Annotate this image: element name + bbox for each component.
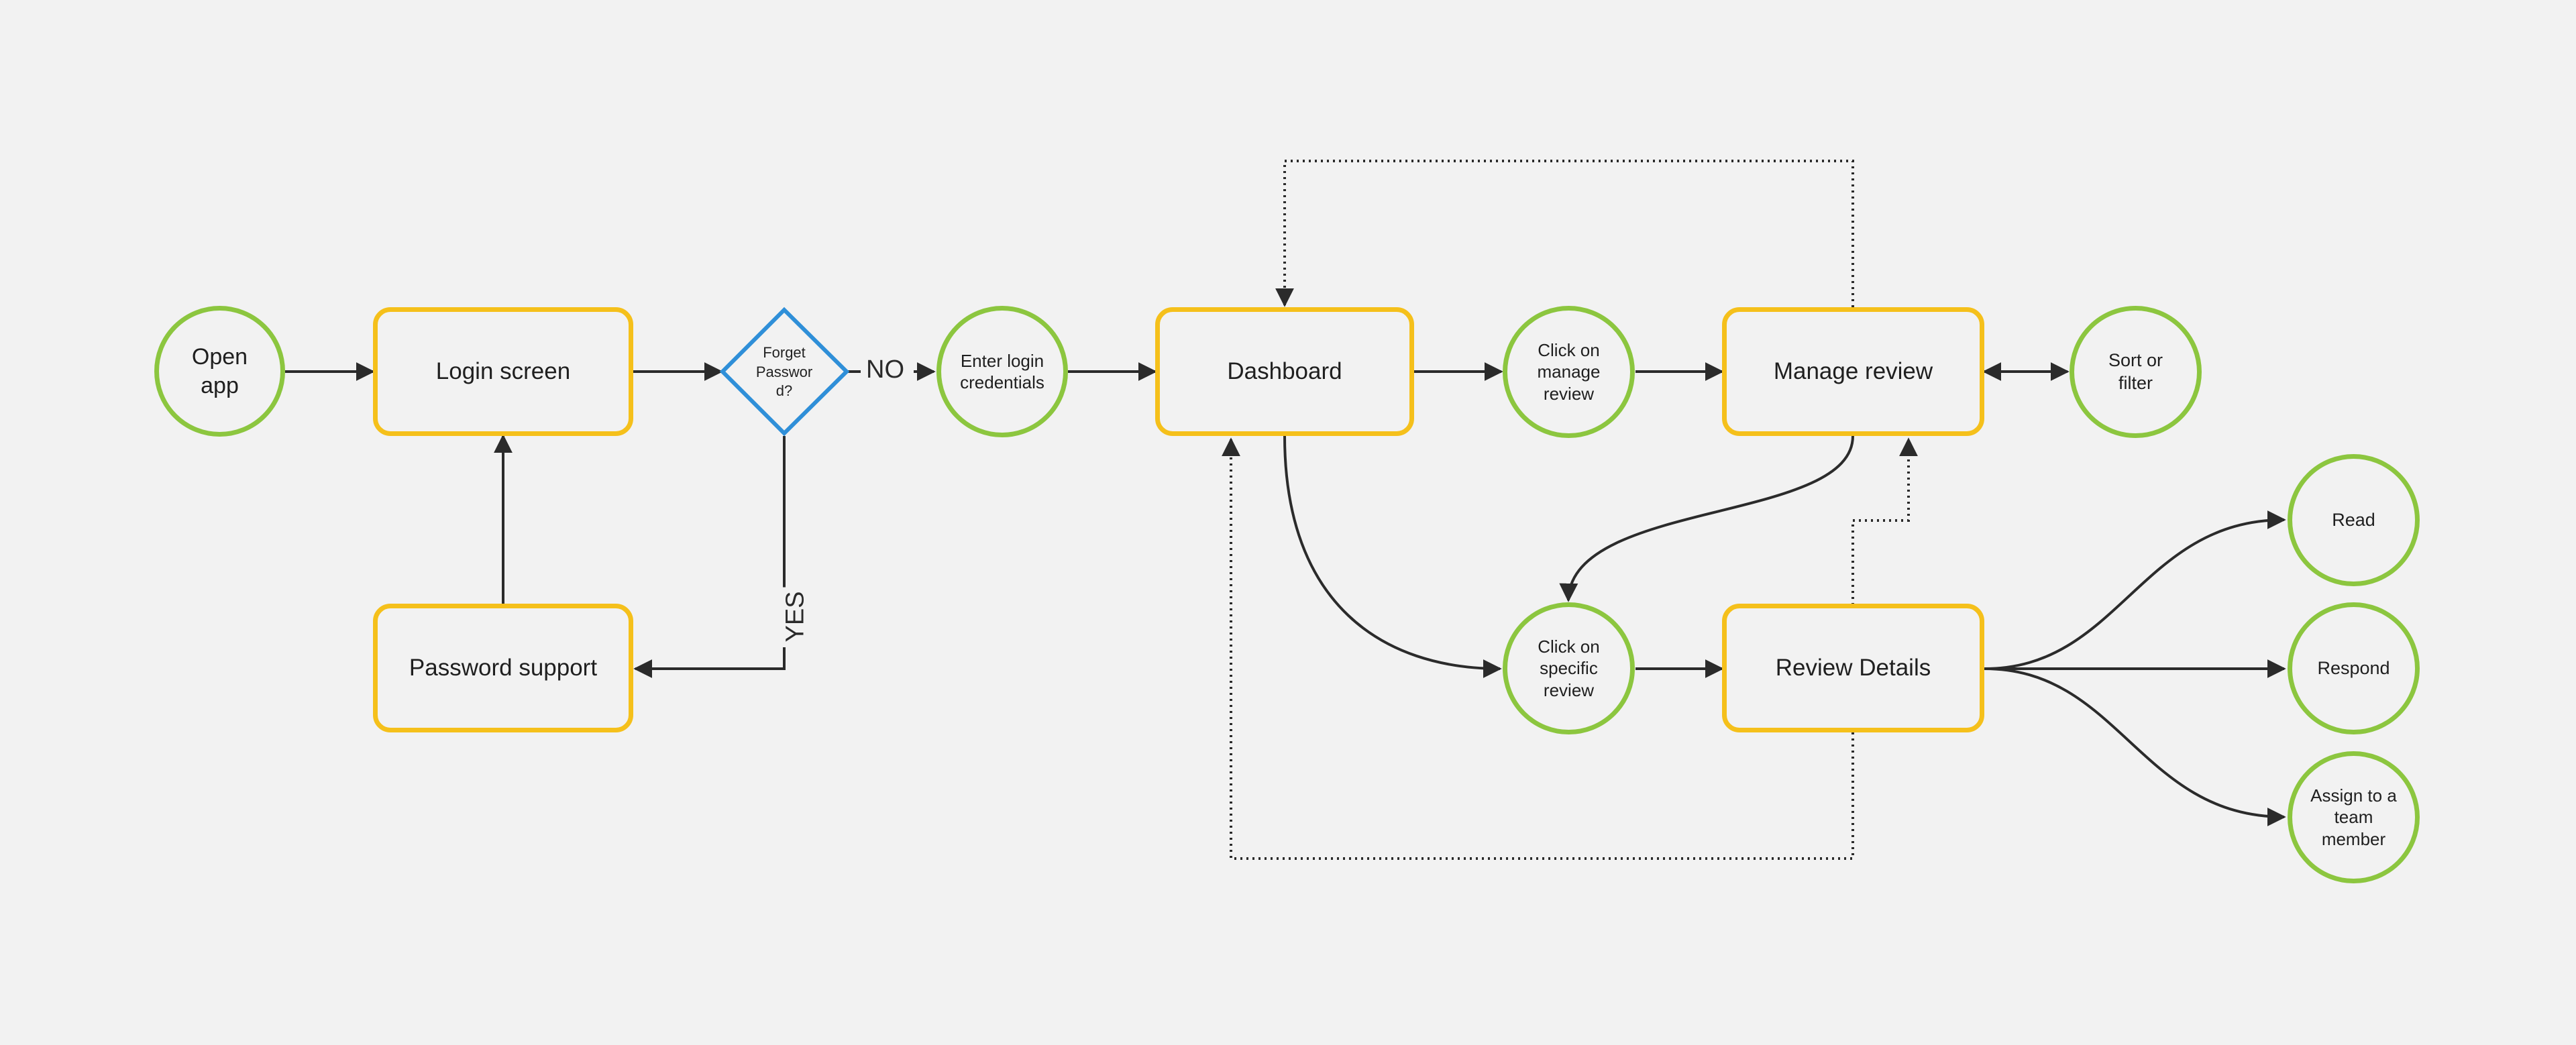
node-respond[interactable]: Respond bbox=[2288, 602, 2420, 734]
decision-label: Forget Passwor d? bbox=[755, 344, 813, 400]
node-review-details[interactable]: Review Details bbox=[1722, 604, 1984, 732]
edge-details-to-assign bbox=[1984, 667, 2286, 826]
node-enter-login[interactable]: Enter login credentials bbox=[936, 306, 1068, 437]
edge-dashboard-to-clickspecific bbox=[1283, 435, 1502, 678]
edge-details-to-manage-dotted bbox=[1851, 437, 1918, 605]
node-sort-filter[interactable]: Sort or filter bbox=[2070, 306, 2202, 438]
node-assign[interactable]: Assign to a team member bbox=[2288, 751, 2420, 883]
node-read[interactable]: Read bbox=[2288, 454, 2420, 586]
node-click-manage[interactable]: Click on manage review bbox=[1503, 306, 1635, 438]
node-manage-review[interactable]: Manage review bbox=[1722, 307, 1984, 436]
edge-label-no: NO bbox=[862, 355, 908, 384]
edge-yes-to-password bbox=[633, 647, 786, 678]
edge-details-to-read bbox=[1984, 510, 2286, 670]
node-password-support[interactable]: Password support bbox=[373, 604, 633, 732]
edge-label-yes: YES bbox=[781, 587, 810, 647]
edge-manage-to-clickspecific bbox=[1559, 435, 1854, 602]
node-click-specific[interactable]: Click on specific review bbox=[1503, 602, 1635, 734]
node-dashboard[interactable]: Dashboard bbox=[1155, 307, 1414, 436]
node-open-app[interactable]: Open app bbox=[154, 306, 285, 437]
edge-manage-to-dashboard-dotted bbox=[1275, 160, 1854, 307]
node-login-screen[interactable]: Login screen bbox=[373, 307, 633, 436]
decision-diamond[interactable] bbox=[719, 307, 850, 437]
